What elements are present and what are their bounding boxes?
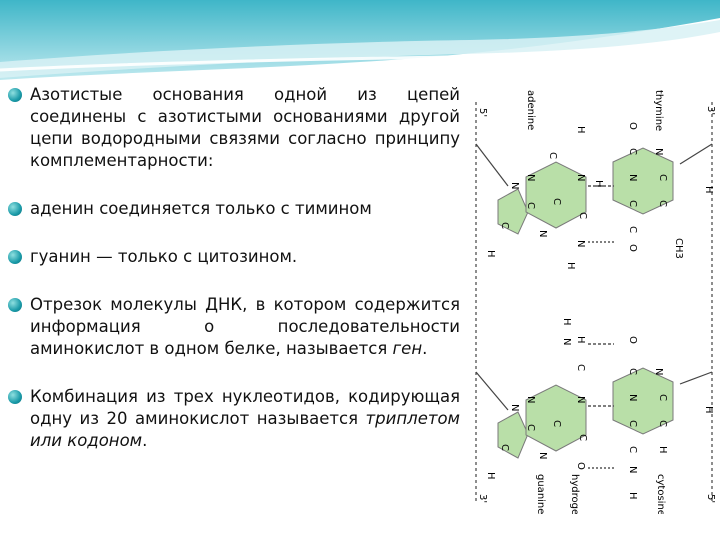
guanine-five-ring <box>497 411 529 459</box>
svg-text:H: H <box>575 336 586 344</box>
guanine-sugar-bond <box>475 371 509 411</box>
svg-text:N: N <box>525 174 536 181</box>
thymine-six-ring <box>612 147 674 215</box>
svg-text:C: C <box>525 202 536 209</box>
svg-text:H: H <box>561 318 572 326</box>
svg-text:C: C <box>627 420 638 427</box>
label-adenine: adenine <box>525 90 536 130</box>
bullet-complementarity: Азотистые основания одной из цепей соеди… <box>8 84 460 172</box>
svg-text:O: O <box>575 462 586 470</box>
bullet-term-gene: ген <box>392 339 423 358</box>
svg-text:H: H <box>575 126 586 134</box>
bullet-adenine-thymine: аденин соединяется только с тимином <box>8 198 460 220</box>
svg-text:N: N <box>627 466 638 473</box>
svg-text:N: N <box>525 396 536 403</box>
label-ch3: CH3 <box>673 238 684 259</box>
base-pairing-diagram: 5' 3' 3' 5' adenine thymine H C N N C C … <box>475 90 716 514</box>
cytosine-sugar-bond <box>679 371 713 385</box>
svg-text:H: H <box>703 186 714 194</box>
bullet-text: гуанин — только с цитозином. <box>30 247 298 266</box>
svg-text:C: C <box>575 364 586 371</box>
bullet-term-codon: триплетом или кодоном <box>30 409 460 450</box>
bullet-codon-definition: Комбинация из трех нуклеотидов, кодирующ… <box>8 386 460 452</box>
bullet-text: Азотистые основания одной из цепей соеди… <box>30 85 460 170</box>
label-five-prime-top: 5' <box>477 108 488 117</box>
adenine-thymine-pair: adenine thymine H C N N C C N C N H C N … <box>475 90 714 270</box>
svg-text:C: C <box>627 148 638 155</box>
bullet-icon <box>8 88 22 102</box>
svg-text:N: N <box>627 174 638 181</box>
svg-text:N: N <box>509 404 520 411</box>
label-five-prime-bottom: 5' <box>705 494 716 503</box>
cytosine-six-ring <box>612 367 674 435</box>
svg-text:N: N <box>537 452 548 459</box>
bullet-text: аденин соединяется только с тимином <box>30 199 372 218</box>
svg-text:H: H <box>485 250 496 258</box>
svg-text:N: N <box>509 182 520 189</box>
svg-text:C: C <box>627 368 638 375</box>
label-guanine: guanine <box>535 474 546 514</box>
svg-text:O: O <box>627 122 638 130</box>
svg-text:H: H <box>593 180 604 188</box>
svg-text:C: C <box>657 394 668 401</box>
adenine-sugar-bond <box>475 143 509 187</box>
svg-text:O: O <box>627 336 638 344</box>
svg-text:C: C <box>577 212 588 219</box>
svg-text:C: C <box>499 222 510 229</box>
svg-text:C: C <box>551 420 562 427</box>
label-thymine: thymine <box>653 90 664 131</box>
svg-text:C: C <box>657 174 668 181</box>
svg-text:C: C <box>657 200 668 207</box>
header-wave-banner <box>0 0 720 95</box>
bullet-text-end: . <box>422 339 428 358</box>
svg-text:C: C <box>627 226 638 233</box>
bullet-icon <box>8 390 22 404</box>
svg-text:N: N <box>653 368 664 375</box>
svg-text:N: N <box>575 174 586 181</box>
bullet-icon <box>8 298 22 312</box>
svg-text:C: C <box>627 446 638 453</box>
svg-text:C: C <box>551 198 562 205</box>
svg-text:O: O <box>627 244 638 252</box>
bullet-guanine-cytosine: гуанин — только с цитозином. <box>8 246 460 268</box>
svg-text:H: H <box>657 446 668 454</box>
svg-text:C: C <box>627 200 638 207</box>
label-hydrogen-bond: hydrogen bond <box>569 474 580 514</box>
bullet-text-end: . <box>142 431 148 450</box>
svg-text:N: N <box>575 240 586 247</box>
svg-text:N: N <box>537 230 548 237</box>
svg-text:H: H <box>627 492 638 500</box>
bullet-icon <box>8 250 22 264</box>
guanine-six-ring <box>525 384 587 452</box>
label-cytosine: cytosine <box>655 474 666 514</box>
svg-text:H: H <box>703 406 714 414</box>
bullet-list: Азотистые основания одной из цепей соеди… <box>8 84 460 452</box>
svg-text:H: H <box>565 262 576 270</box>
svg-text:C: C <box>657 420 668 427</box>
label-three-prime-top: 3' <box>705 106 716 115</box>
guanine-cytosine-pair: H N H C N N C C N C N H C O O C N N C H … <box>475 318 714 514</box>
svg-text:C: C <box>547 152 558 159</box>
label-three-prime-bottom: 3' <box>477 494 488 503</box>
svg-text:N: N <box>653 148 664 155</box>
bullet-icon <box>8 202 22 216</box>
svg-text:C: C <box>577 434 588 441</box>
svg-text:N: N <box>575 396 586 403</box>
bullet-text: Отрезок молекулы ДНК, в котором содержит… <box>30 295 460 358</box>
svg-text:C: C <box>499 444 510 451</box>
svg-text:C: C <box>525 424 536 431</box>
svg-text:N: N <box>561 338 572 345</box>
svg-text:N: N <box>627 394 638 401</box>
thymine-sugar-bond <box>679 143 713 165</box>
adenine-six-ring <box>525 161 587 229</box>
svg-text:H: H <box>485 472 496 480</box>
bullet-gene-definition: Отрезок молекулы ДНК, в котором содержит… <box>8 294 460 360</box>
bullet-text: Комбинация из трех нуклеотидов, кодирующ… <box>30 387 460 428</box>
